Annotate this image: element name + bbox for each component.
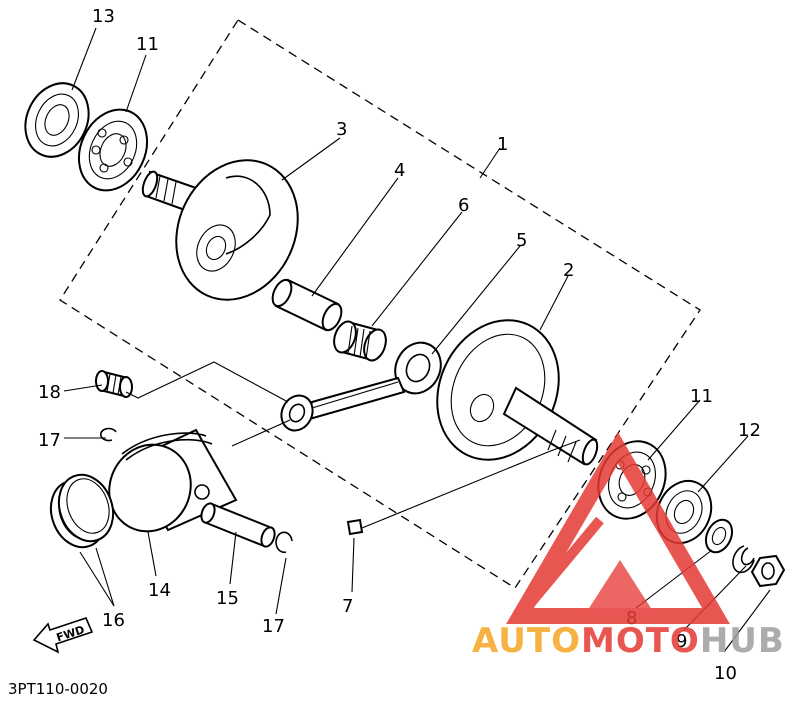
- leader-lines: [63, 27, 771, 653]
- watermark-hub: HUB: [700, 621, 785, 661]
- callout-9: 9: [676, 631, 687, 652]
- crankshaft-right-2: [436, 319, 599, 466]
- callout-2: 2: [563, 260, 574, 281]
- watermark-moto: MOTO: [581, 621, 700, 661]
- piston-pin-15: [200, 502, 276, 548]
- nut-10: [750, 554, 786, 588]
- oil-seal-13: [24, 82, 90, 158]
- callout-10: 10: [714, 663, 737, 684]
- callout-7: 7: [342, 596, 353, 617]
- connecting-rod-5: [280, 341, 442, 432]
- diagram-code: 3PT110-0020: [8, 680, 108, 698]
- callout-17-lower: 17: [262, 616, 285, 637]
- callout-5: 5: [516, 230, 527, 251]
- washer-8: [704, 518, 734, 554]
- circlip-17-lower: [275, 531, 293, 554]
- callout-13: 13: [92, 6, 115, 27]
- callout-11-lower: 11: [690, 386, 713, 407]
- fwd-arrow-icon: FWD: [32, 617, 94, 654]
- callout-14: 14: [148, 580, 171, 601]
- svg-text:AUTOMOTOHUB: AUTOMOTOHUB: [472, 621, 785, 661]
- callout-11-upper: 11: [136, 34, 159, 55]
- woodruff-key-7: [346, 518, 364, 536]
- callout-12: 12: [738, 420, 761, 441]
- spring-washer-9: [732, 545, 755, 574]
- assembly-boundary: [59, 19, 701, 589]
- crankshaft-left-3: [141, 159, 299, 301]
- automotohub-watermark: AUTOMOTOHUB: [472, 432, 785, 661]
- callout-18: 18: [38, 382, 61, 403]
- watermark-auto: AUTO: [472, 621, 581, 661]
- callouts: 13 11 3 1 4 6 5 2 18 17 11 12 14 15 16 1…: [38, 6, 761, 684]
- needle-bearing-18: [95, 370, 133, 398]
- callout-4: 4: [394, 160, 405, 181]
- callout-1: 1: [497, 134, 508, 155]
- watermark-logo-icon: [506, 432, 730, 624]
- needle-bearing-6: [333, 320, 387, 362]
- bearing-11-upper: [77, 108, 149, 192]
- callout-17-upper: 17: [38, 430, 61, 451]
- callout-3: 3: [336, 119, 347, 140]
- callout-16: 16: [102, 610, 125, 631]
- callout-15: 15: [216, 588, 239, 609]
- callout-6: 6: [458, 195, 469, 216]
- circlip-17-upper: [99, 427, 117, 442]
- piston-rings-16: [49, 473, 115, 549]
- piston-14: [108, 428, 238, 533]
- crank-pin-4: [271, 278, 343, 332]
